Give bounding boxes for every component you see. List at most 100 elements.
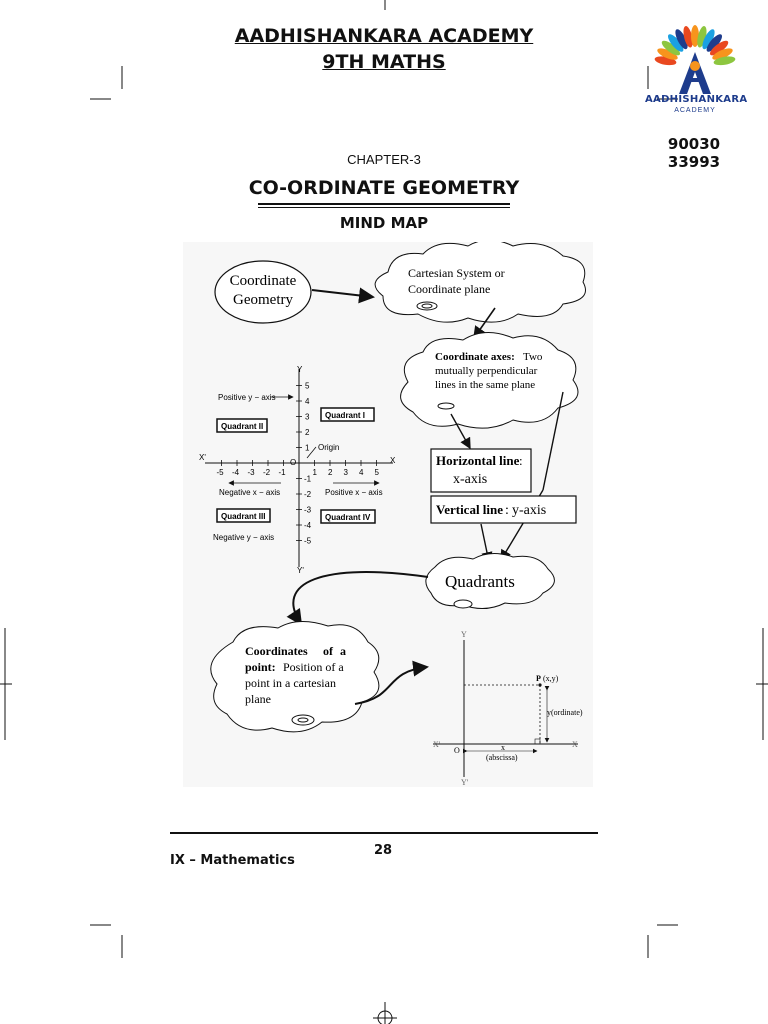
sunburst-logo-icon [654, 25, 736, 94]
y-tick-label: 2 [305, 428, 310, 437]
y-tick-label: 1 [305, 444, 310, 453]
mind-map: Coordinate Geometry Cartesian System or … [183, 242, 593, 787]
logo-petal [667, 34, 684, 52]
coordinate-axes-cloud: Coordinate axes: Two mutually perpendicu… [400, 332, 579, 429]
y-tick-label: -5 [304, 537, 312, 546]
logo-petal [657, 48, 678, 60]
axes-line-1: Two [523, 351, 543, 363]
x-tick-label: 2 [328, 468, 333, 477]
y-label: Y [297, 365, 303, 374]
coordinate-geometry-bubble: Coordinate Geometry [214, 260, 312, 324]
x-tick-label: -2 [263, 468, 271, 477]
quadrants-cloud: Quadrants [425, 553, 555, 609]
logo-petal [702, 29, 715, 50]
y-tick-label: -2 [304, 490, 312, 499]
x-tick-label: -3 [248, 468, 256, 477]
x-tick-label: 5 [375, 468, 380, 477]
origin-o: O [290, 458, 296, 467]
section-title: MIND MAP [339, 214, 429, 232]
phone-number: 90030 33993 [667, 135, 721, 171]
pd-y-prime-label: Y' [461, 778, 469, 787]
title-underline-top [258, 203, 510, 205]
negative-y-label: Negative y − axis [213, 533, 274, 542]
quadrant-4-label: Quadrant IV [325, 513, 371, 522]
y-tick-label: -4 [304, 521, 312, 530]
pd-origin: O [454, 746, 460, 755]
class-title: 9TH MATHS [322, 51, 446, 73]
point-title-1: Coordinates [245, 644, 308, 658]
chapter-label: CHAPTER-3 [347, 152, 421, 167]
cartesian-line-1: Cartesian System or [408, 266, 505, 280]
vertical-value: y-axis [512, 503, 546, 518]
footer-rule [170, 832, 598, 834]
cartesian-line-2: Coordinate plane [408, 282, 490, 296]
positive-y-label: Positive y − axis [218, 393, 276, 402]
footer-subject: IX – Mathematics [170, 853, 295, 868]
academy-title: AADHISHANKARA ACADEMY [234, 25, 534, 47]
x-tick-label: -5 [217, 468, 225, 477]
pd-x-value: x [501, 743, 505, 752]
svg-text::: : [505, 503, 509, 518]
x-tick-label: -4 [232, 468, 240, 477]
logo-petal [683, 26, 693, 48]
logo-petal [675, 29, 688, 50]
x-prime-label: X' [199, 453, 206, 462]
logo-petal [691, 25, 699, 47]
quadrant-2-label: Quadrant II [221, 422, 263, 431]
start-bubble-line-1: Coordinate [230, 273, 297, 289]
quadrants-label: Quadrants [445, 572, 515, 591]
pd-x-label: X [572, 740, 578, 749]
x-tick-label: -1 [279, 468, 287, 477]
academy-logo: AADHISHANKARA ACADEMY [645, 14, 748, 134]
svg-text::: : [519, 453, 523, 468]
y-prime-label: Y' [297, 566, 304, 575]
pd-point-coords: (x,y) [543, 674, 559, 683]
pd-ordinate: y(ordinate) [547, 708, 583, 717]
horizontal-line-box: Horizontal line : x-axis [430, 448, 532, 493]
y-tick-label: -3 [304, 506, 312, 515]
vertical-title: Vertical line [436, 502, 503, 517]
x-label: X [390, 456, 396, 465]
y-tick-label: 4 [305, 397, 310, 406]
logo-petal [713, 56, 736, 66]
axes-title: Coordinate axes: [435, 351, 515, 363]
x-tick-label: 3 [344, 468, 349, 477]
positive-x-label: Positive x − axis [325, 488, 383, 497]
y-tick-label: 5 [305, 382, 310, 391]
pd-y-label: Y [461, 630, 467, 639]
coordinates-of-point-cloud: Coordinates of a point: Position of a po… [210, 621, 380, 733]
logo-petal [706, 34, 723, 52]
point-diagram: Y Y' X' X O P (x,y) y(ordinate) x (absci… [433, 630, 583, 787]
vertical-line-box: Vertical line : y-axis [430, 495, 577, 524]
chapter-title: CO-ORDINATE GEOMETRY [248, 177, 520, 199]
point-title-3: a [340, 644, 346, 658]
pd-abscissa: (abscissa) [486, 753, 518, 762]
logo-petal [712, 48, 733, 60]
x-tick-label: 1 [313, 468, 318, 477]
title-underline-bottom [258, 207, 510, 208]
origin-label: Origin [318, 443, 339, 452]
x-tick-label: 4 [359, 468, 364, 477]
negative-x-label: Negative x − axis [219, 488, 280, 497]
axes-line-2: mutually perpendicular [435, 365, 538, 377]
point-title-2: of [323, 644, 334, 658]
axes-line-3: lines in the same plane [435, 379, 535, 391]
page-number: 28 [374, 843, 393, 858]
y-tick-label: -1 [304, 475, 312, 484]
start-bubble-line-2: Geometry [233, 292, 293, 308]
point-line-2: point in a cartesian [245, 676, 336, 690]
quadrant-1-label: Quadrant I [325, 411, 365, 420]
y-tick-label: 3 [305, 413, 310, 422]
logo-petal [709, 40, 729, 56]
pd-point: P [536, 674, 541, 683]
logo-sub: ACADEMY [674, 107, 716, 114]
horizontal-title: Horizontal line [436, 453, 520, 468]
logo-petal [661, 40, 681, 56]
quadrant-3-label: Quadrant III [221, 512, 265, 521]
logo-name: AADHISHANKARA [645, 94, 748, 105]
point-title-4: point: [245, 660, 276, 674]
pd-x-prime-label: X' [433, 740, 441, 749]
point-line-3: plane [245, 692, 271, 706]
